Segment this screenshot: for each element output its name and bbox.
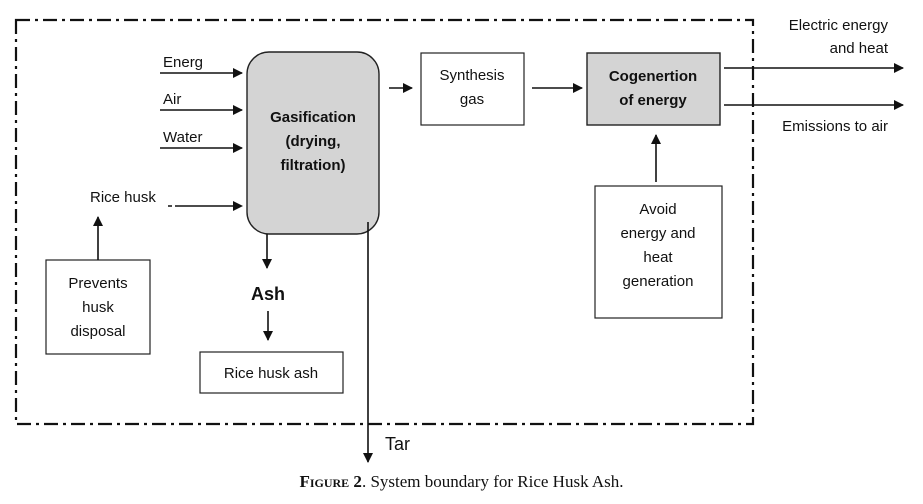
input-air-label: Air [163,91,181,108]
avoid-line-1: Avoid [639,201,676,218]
gasification-box [246,51,380,235]
prevents-line-2: husk [82,299,114,316]
input-rice-husk-label: Rice husk [90,189,156,206]
figure-caption-text: . System boundary for Rice Husk Ash. [361,472,624,491]
gasification-line-1: Gasification [270,109,356,126]
synthesis-gas-line-2: gas [460,91,484,108]
system-boundary-diagram: Energ Air Water Rice husk Prevents husk … [14,17,904,463]
figure-caption: Figure 2. System boundary for Rice Husk … [0,472,923,492]
emissions-label: Emissions to air [782,118,888,135]
synthesis-gas-line-1: Synthesis [439,67,504,84]
system-boundary [14,18,755,426]
gasification-line-3: filtration) [281,157,346,174]
electric-energy-line-1: Electric energy [789,17,889,34]
figure-label: Figure 2 [299,472,362,491]
cogeneration-line-1: Cogenertion [609,68,697,85]
input-water-label: Water [163,129,202,146]
gasification-line-2: (drying, [286,133,341,150]
cogeneration-line-2: of energy [619,92,687,109]
ash-label: Ash [251,284,285,304]
cogeneration-box [586,52,721,126]
rice-husk-ash-box [199,351,344,394]
prevents-line-1: Prevents [68,275,127,292]
tar-label: Tar [385,434,410,454]
input-energy-label: Energ [163,54,203,71]
rice-husk-ash-label: Rice husk ash [224,365,318,382]
avoid-line-3: heat [643,249,673,266]
avoid-energy-box [594,185,723,319]
electric-energy-line-2: and heat [830,40,889,57]
synthesis-gas-box [420,52,525,126]
prevents-husk-disposal-box [45,259,151,355]
avoid-line-4: generation [623,273,694,290]
prevents-line-3: disposal [70,323,125,340]
avoid-line-2: energy and [620,225,695,242]
